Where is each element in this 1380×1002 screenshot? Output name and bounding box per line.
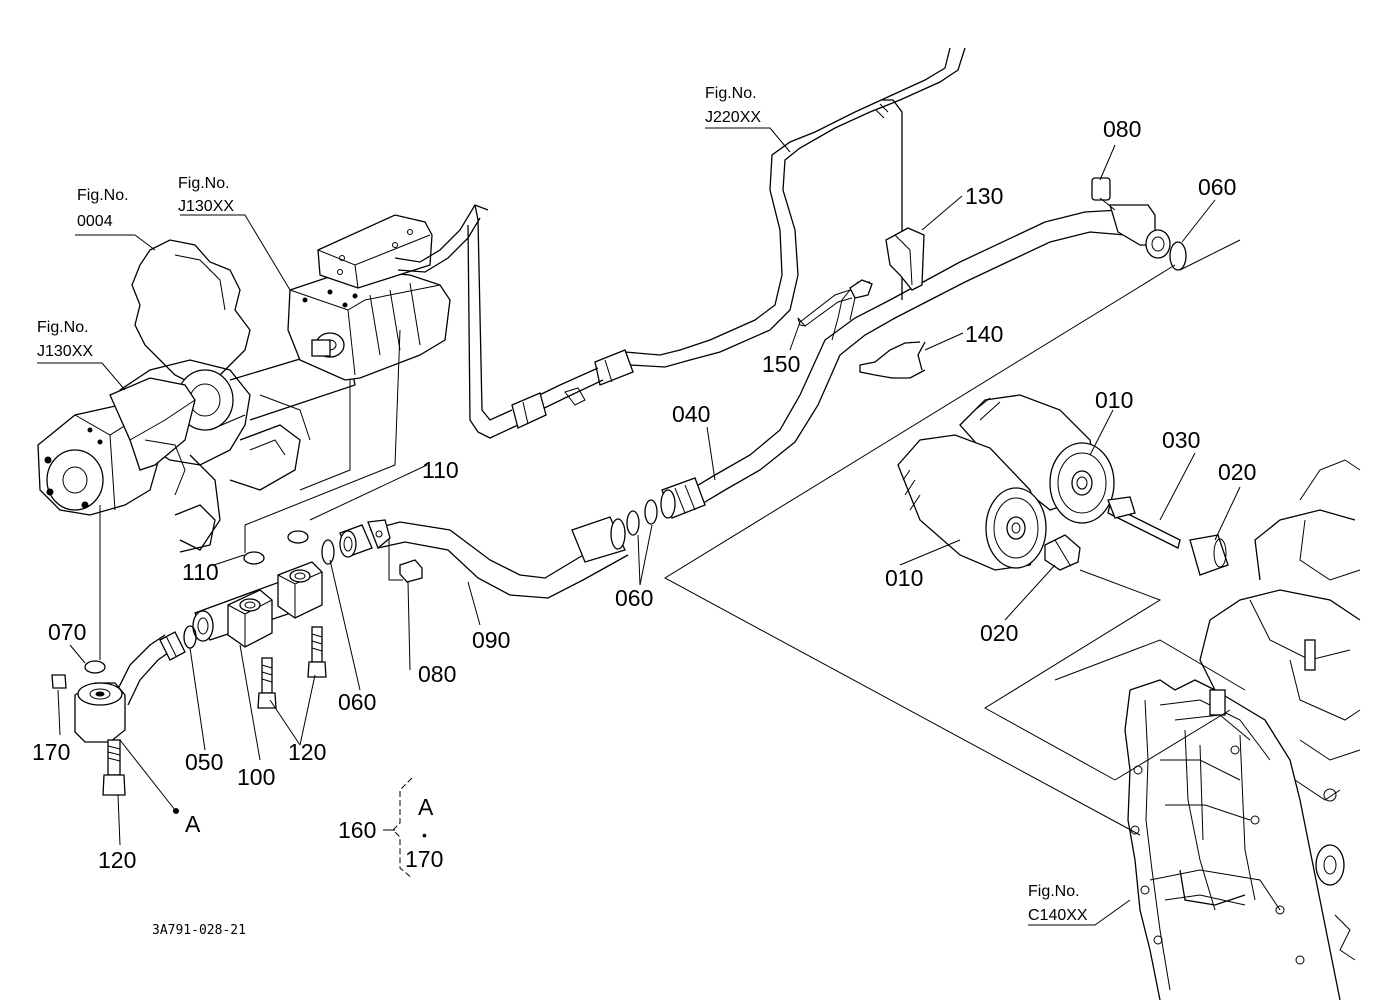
part-label-040[interactable]: 040 [672,401,710,427]
fig-ref-code: J130XX [37,343,93,360]
part-label-100[interactable]: 100 [237,764,275,790]
marker-a: A [185,811,201,837]
part-label-060[interactable]: 060 [338,689,376,715]
fig-ref-label: Fig.No. [705,85,757,102]
part-label-150[interactable]: 150 [762,351,800,377]
part-label-050[interactable]: 050 [185,749,223,775]
part-label-120[interactable]: 120 [98,847,136,873]
fig-ref-code: C140XX [1028,907,1088,924]
fig-ref-label: Fig.No. [77,187,129,204]
legend-a: A [418,794,434,820]
part-label-130[interactable]: 130 [965,183,1003,209]
clamp-parts [797,99,926,379]
part-label-110[interactable]: 110 [422,457,459,483]
fig-ref-code: J220XX [705,109,761,126]
pipe-100-assembly [192,561,327,709]
part-label-120[interactable]: 120 [288,739,326,765]
part-label-030[interactable]: 030 [1162,427,1200,453]
group-outlines [663,239,1246,836]
main-pipe-040 [660,177,1187,519]
fig-ref-0004[interactable]: Fig.No. 0004 [77,187,129,230]
part-label-020[interactable]: 020 [980,620,1018,646]
o-rings [183,499,658,649]
fig-ref-c140xx[interactable]: Fig.No. C140XX [1028,883,1088,924]
fig-ref-label: Fig.No. [1028,883,1080,900]
part-label-010[interactable]: 010 [1095,387,1133,413]
part-label-080[interactable]: 080 [1103,116,1141,142]
leader-lines [37,127,1241,926]
fig-ref-label: Fig.No. [37,319,89,336]
kit-legend: 160 A • 170 [338,777,443,879]
part-label-110[interactable]: 110 [182,559,219,585]
part-label-170[interactable]: 170 [32,739,70,765]
legend-dot: • [422,827,427,843]
part-number-labels: 080 060 130 140 150 040 010 030 020 010 … [32,116,1256,873]
fig-ref-j130xx-top[interactable]: Fig.No. J130XX [178,175,234,215]
part-label-140[interactable]: 140 [965,321,1003,347]
oil-filters [897,394,1229,576]
transmission-housing [1124,459,1361,1001]
part-label-170[interactable]: 170 [405,846,443,872]
adapter-assembly [51,631,186,796]
fig-ref-code: 0004 [77,213,113,230]
part-label-020[interactable]: 020 [1218,459,1256,485]
upper-return-pipe [467,47,966,439]
part-label-090[interactable]: 090 [472,627,510,653]
part-label-160[interactable]: 160 [338,817,376,843]
pipe-090 [339,516,629,599]
fig-ref-label: Fig.No. [178,175,230,192]
engine-pump-assembly [37,204,489,553]
fig-ref-j220xx[interactable]: Fig.No. J220XX [705,85,761,126]
part-label-080[interactable]: 080 [418,661,456,687]
part-label-070[interactable]: 070 [48,619,86,645]
fig-ref-j130xx-left[interactable]: Fig.No. J130XX [37,319,93,360]
fig-ref-code: J130XX [178,198,234,215]
figure-references: Fig.No. 0004 Fig.No. J130XX Fig.No. J130… [37,85,1088,924]
part-label-010[interactable]: 010 [885,565,923,591]
drawing-number: 3A791-028-21 [152,923,246,938]
part-label-060[interactable]: 060 [615,585,653,611]
part-label-060[interactable]: 060 [1198,174,1236,200]
